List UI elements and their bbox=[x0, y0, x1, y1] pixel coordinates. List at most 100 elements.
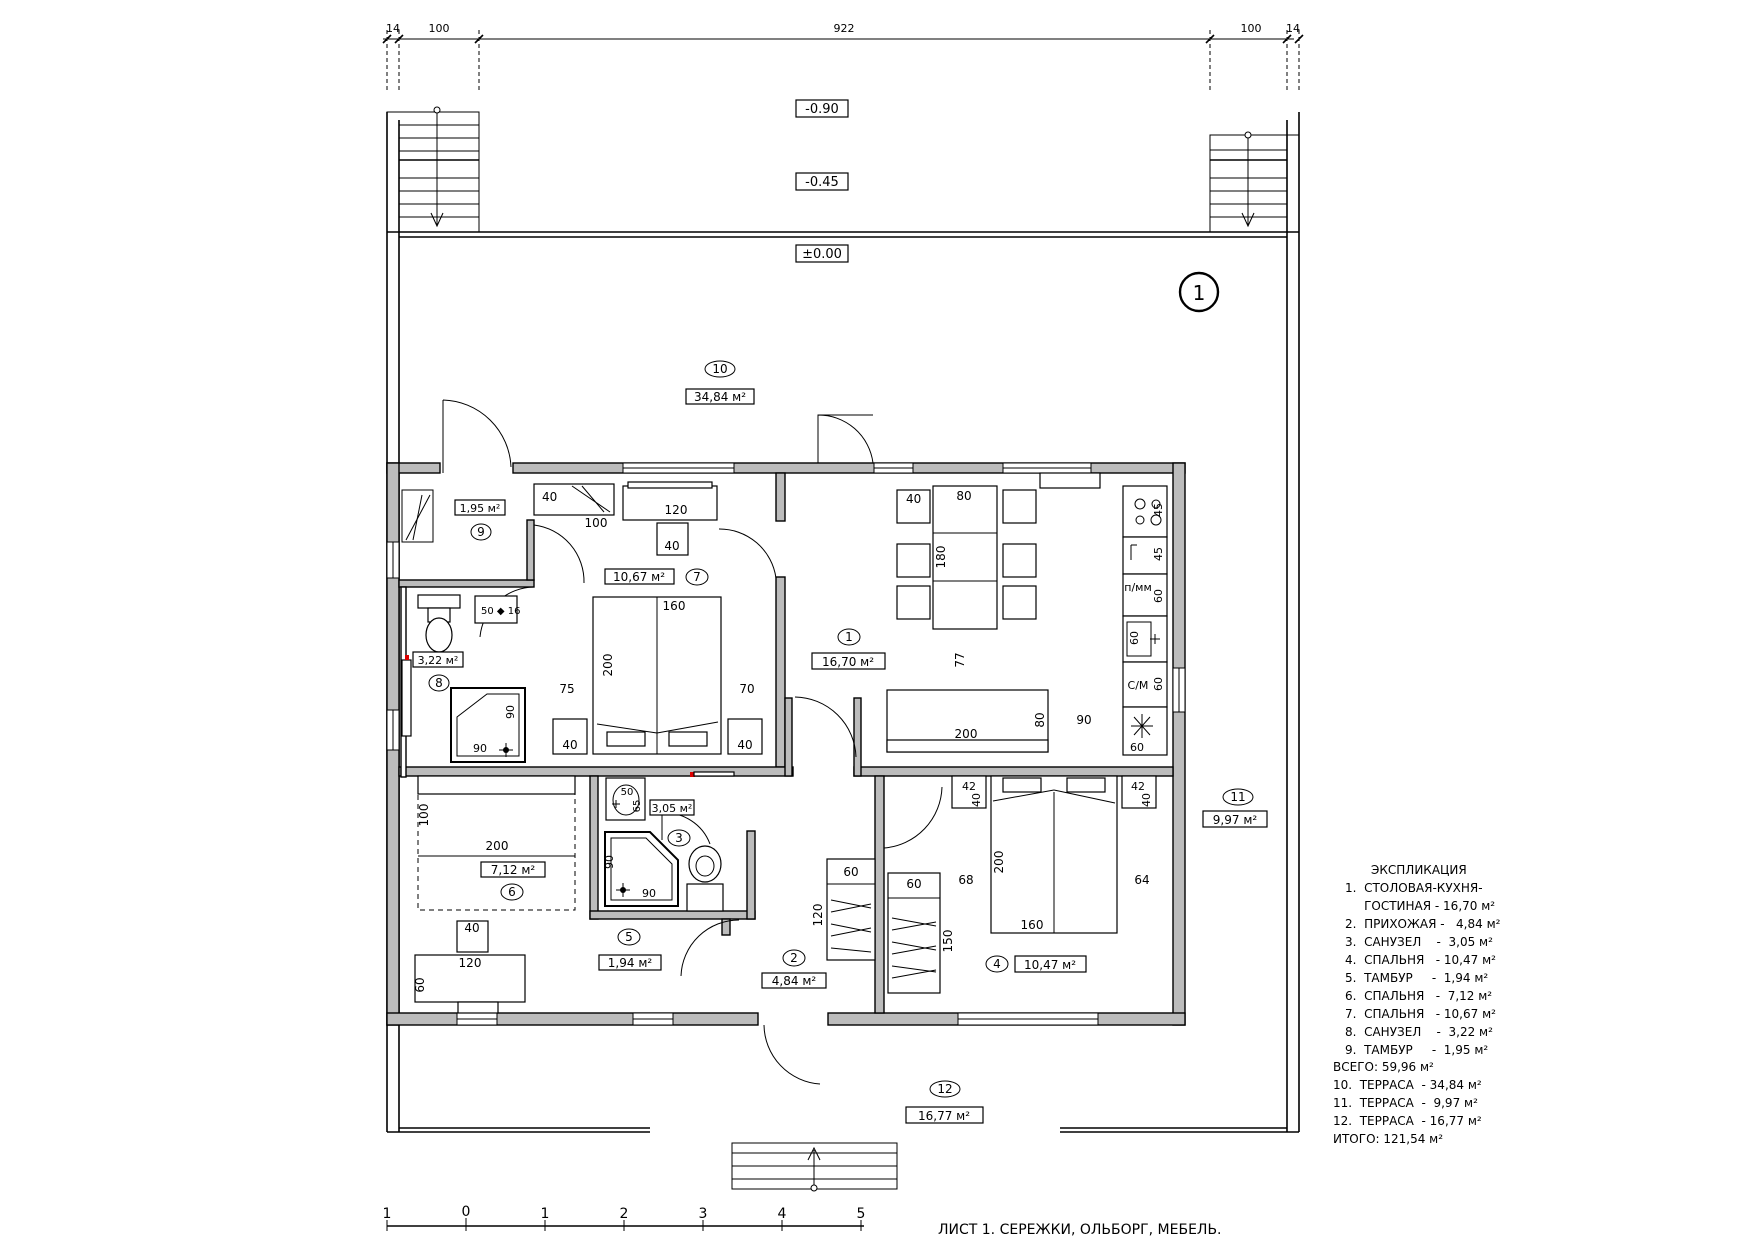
room4-area: 10,47 м² bbox=[1024, 958, 1076, 972]
dim-120-hall: 120 bbox=[811, 904, 825, 927]
room1-furniture: 40 80 180 77 200 80 90 bbox=[886, 472, 1101, 753]
kitchen-units: 45 45 п/мм 60 60 С/М 60 60 bbox=[1122, 485, 1168, 756]
explication-line-1: 1. СТОЛОВАЯ-КУХНЯ- bbox=[1345, 881, 1483, 895]
dim-90-sh3-h: 90 bbox=[642, 887, 656, 900]
dim-100-bed6: 100 bbox=[417, 804, 431, 827]
dim-100-left: 100 bbox=[429, 22, 450, 35]
top-dimension-line: 14 100 922 100 14 bbox=[382, 22, 1304, 90]
room9-num: 9 bbox=[477, 525, 485, 539]
dim-160-bed4: 160 bbox=[1021, 918, 1044, 932]
windows bbox=[386, 462, 1186, 1026]
scale-tick-neg1: 1 bbox=[383, 1206, 392, 1222]
dim-45-cab: 45 bbox=[1152, 547, 1165, 561]
dim-90-living: 90 bbox=[1076, 713, 1091, 727]
room3-area: 3,05 м² bbox=[652, 802, 693, 815]
dim-75: 75 bbox=[559, 682, 574, 696]
label-pmm: п/мм bbox=[1124, 581, 1152, 594]
sink-mark: 50 ◆ 16 bbox=[481, 606, 521, 617]
scale-tick-3: 3 bbox=[699, 1206, 708, 1222]
dim-40-nightstand-r: 40 bbox=[737, 738, 752, 752]
room6-num: 6 bbox=[508, 885, 516, 899]
room1-area: 16,70 м² bbox=[822, 655, 874, 669]
dim-100: 100 bbox=[585, 516, 608, 530]
dim-60-sink: 60 bbox=[1128, 631, 1141, 645]
room8-num: 8 bbox=[435, 676, 443, 690]
doors bbox=[442, 399, 943, 1085]
room8-area: 3,22 м² bbox=[418, 654, 459, 667]
level-marks: -0.90 -0.45 ±0.00 bbox=[795, 99, 849, 263]
dim-70: 70 bbox=[739, 682, 754, 696]
dim-14-left: 14 bbox=[386, 22, 400, 35]
explication-line-4: 3. САНУЗЕЛ - 3,05 м² bbox=[1345, 935, 1493, 949]
scale-tick-1: 1 bbox=[541, 1206, 550, 1222]
level-minus-090: -0.90 bbox=[805, 102, 839, 117]
explication-title: ЭКСПЛИКАЦИЯ bbox=[1371, 863, 1467, 877]
room9-furniture bbox=[401, 489, 434, 543]
explication-line-3: 2. ПРИХОЖАЯ - 4,84 м² bbox=[1345, 917, 1501, 931]
explication-line-5: 4. СПАЛЬНЯ - 10,47 м² bbox=[1345, 953, 1496, 967]
level-minus-045: -0.45 bbox=[805, 175, 839, 190]
dim-200-bed4: 200 bbox=[992, 851, 1006, 874]
dim-42-ns-l: 42 bbox=[962, 780, 976, 793]
dim-180-table: 180 bbox=[934, 546, 948, 569]
scale-bar: 1 0 1 2 3 4 5 bbox=[383, 1204, 866, 1231]
scale-tick-5: 5 bbox=[857, 1206, 866, 1222]
dim-160: 160 bbox=[663, 599, 686, 613]
room12-num: 12 bbox=[937, 1082, 952, 1096]
scale-tick-4: 4 bbox=[778, 1206, 787, 1222]
dim-14-right: 14 bbox=[1286, 22, 1300, 35]
dim-40-ns-l: 40 bbox=[970, 793, 983, 807]
dim-90-sh3-v: 90 bbox=[603, 855, 616, 869]
explication-line-13: 12. ТЕРРАСА - 16,77 м² bbox=[1333, 1114, 1482, 1128]
room2-furniture: 60 120 bbox=[811, 858, 876, 961]
dim-60-wardrobe: 60 bbox=[906, 877, 921, 891]
dim-80-table: 80 bbox=[956, 489, 971, 503]
room3-furniture: 50 65 90 90 bbox=[603, 771, 735, 912]
stair-bottom bbox=[731, 1142, 898, 1192]
sheet-marker-circle bbox=[1178, 271, 1220, 313]
room5-num: 5 bbox=[625, 930, 633, 944]
room11-area: 9,97 м² bbox=[1213, 813, 1258, 827]
stair-right bbox=[1209, 131, 1300, 233]
explication-line-8: 7. СПАЛЬНЯ - 10,67 м² bbox=[1345, 1007, 1496, 1021]
room4-num: 4 bbox=[993, 957, 1001, 971]
dim-90-shower-h: 90 bbox=[473, 742, 487, 755]
dim-60-desk6: 60 bbox=[413, 977, 427, 992]
room2-area: 4,84 м² bbox=[772, 974, 817, 988]
room2-num: 2 bbox=[790, 951, 798, 965]
explication-line-10: 9. ТАМБУР - 1,95 м² bbox=[1345, 1043, 1488, 1057]
explication-line-2: ГОСТИНАЯ - 16,70 м² bbox=[1345, 899, 1495, 913]
dim-64: 64 bbox=[1134, 873, 1149, 887]
room10-num: 10 bbox=[712, 362, 727, 376]
dim-200-bed7: 200 bbox=[601, 654, 615, 677]
room7-furniture: 40 100 120 40 160 200 75 70 40 40 bbox=[533, 481, 763, 755]
dim-40-ns-r: 40 bbox=[1140, 793, 1153, 807]
room1-num: 1 bbox=[845, 630, 853, 644]
dim-50-sink3: 50 bbox=[621, 787, 634, 798]
dim-200-bed6: 200 bbox=[486, 839, 509, 853]
room7-num: 7 bbox=[693, 570, 701, 584]
room4-furniture: 60 150 68 42 40 42 40 200 160 64 bbox=[887, 775, 1157, 994]
explication-line-9: 8. САНУЗЕЛ - 3,22 м² bbox=[1345, 1025, 1493, 1039]
explication-line-11: 10. ТЕРРАСА - 34,84 м² bbox=[1333, 1078, 1482, 1092]
stair-left bbox=[386, 106, 480, 233]
room3-num: 3 bbox=[675, 831, 683, 845]
explication-line-7: 6. СПАЛЬНЯ - 7,12 м² bbox=[1345, 989, 1492, 1003]
room6-area: 7,12 м² bbox=[491, 863, 536, 877]
room6-furniture: 100 200 40 120 60 bbox=[413, 775, 576, 1014]
dim-60-dish: 60 bbox=[1152, 589, 1165, 603]
explication-line-12: 11. ТЕРРАСА - 9,97 м² bbox=[1333, 1096, 1478, 1110]
room10-area: 34,84 м² bbox=[694, 390, 746, 404]
dim-120-desk6: 120 bbox=[459, 956, 482, 970]
dim-60-washer: 60 bbox=[1152, 677, 1165, 691]
dim-60-hall: 60 bbox=[843, 865, 858, 879]
dim-90-shower-v: 90 bbox=[504, 705, 517, 719]
label-sm: С/М bbox=[1128, 679, 1149, 692]
dim-60-fridge: 60 bbox=[1130, 741, 1144, 754]
sheet-marker-number: 1 bbox=[1193, 281, 1206, 305]
dim-922: 922 bbox=[834, 22, 855, 35]
explication-line-6: 5. ТАМБУР - 1,94 м² bbox=[1345, 971, 1488, 985]
dim-150: 150 bbox=[941, 930, 955, 953]
room-labels: 10 34,84 м² 1,95 м² 9 10,67 м² 7 1 16,70… bbox=[412, 360, 1268, 1124]
